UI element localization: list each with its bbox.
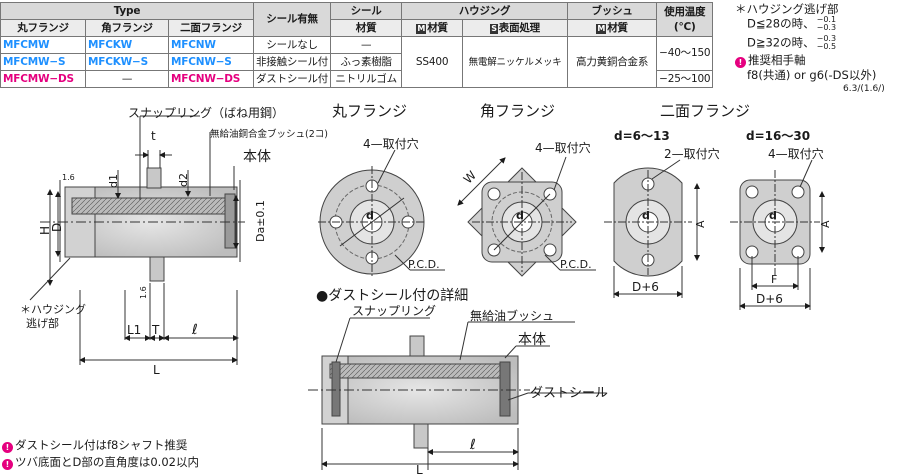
seal-material: ニトリルゴム — [330, 70, 403, 88]
pin-icon: ! — [2, 442, 13, 453]
H-label: H — [38, 226, 52, 235]
shaft-note: !推奨相手軸 — [735, 53, 885, 68]
pin-icon: ! — [735, 57, 746, 68]
housing-surface: 無電解ニッケルメッキ — [462, 36, 569, 88]
seal-type: ダストシール付 — [252, 70, 332, 88]
shaft-detail: f8(共通) or g6(-DS以外) — [747, 68, 877, 82]
d-mark: d — [516, 209, 524, 222]
two-flange-title: 二面フランジ — [660, 102, 750, 120]
holes4c-label: 4—取付穴 — [768, 146, 824, 161]
square-flange-view: 角フランジ d W 4—取付穴 P.C.D. — [457, 102, 596, 277]
footnote: !ダストシール付はf8シャフト推奨 — [2, 437, 199, 454]
table-row: MFCMW−DS — MFCNW−DS ダストシール付 ニトリルゴム −25〜1… — [0, 70, 714, 88]
temperature-normal: −40〜150 — [656, 36, 714, 71]
part-number: MFCKW — [85, 36, 169, 54]
W-label: W — [461, 168, 479, 186]
table-row: MFCMW−S MFCKW−S MFCNW−S 非接触シール付 ふっ素樹脂 — [0, 53, 713, 71]
part-number: MFCKW−S — [85, 53, 169, 71]
Dp6-label: D+6 — [632, 280, 659, 294]
d-range-large: d=16〜30 — [746, 129, 810, 143]
temperature-header: 使用温度(℃) — [656, 2, 714, 37]
t-label: t — [151, 129, 156, 143]
roughness-symbol: 6.3/(1.6/) — [843, 84, 885, 94]
footnotes: !ダストシール付はf8シャフト推奨 !ツバ底面とD部の直角度は0.02以内 — [2, 437, 199, 471]
housing-group-header: ハウジング — [401, 2, 569, 20]
body2-label: 本体 — [518, 332, 546, 348]
part-number: MFCMW−S — [0, 53, 86, 71]
snap-ring-spring-label: スナップリング（ばね用鋼） — [128, 106, 284, 120]
part-number: MFCNW−DS — [168, 70, 254, 88]
d32-tolerance: D≧32の時、−0.3−0.5 — [747, 34, 837, 51]
two-side-flange-view: 二面フランジ d=6〜13 d=16〜30 d 2—取付穴 A D+6 d 4—… — [604, 102, 832, 310]
F-label: F — [771, 273, 777, 286]
spec-table: Type シール有無 シール ハウジング ブッシュ 使用温度(℃) 丸フランジ … — [0, 2, 714, 88]
temperature-ds: −25〜100 — [656, 70, 714, 88]
seal-type: 非接触シール付 — [252, 53, 332, 71]
oilless-bushing-label: 無給油ブッシュ — [470, 308, 554, 323]
roughness-label-2: 1.6 — [139, 286, 148, 299]
holes2-label: 2—取付穴 — [664, 146, 720, 161]
pcd2-label: P.C.D. — [560, 258, 592, 271]
side-view: スナップリング（ばね用鋼） 無給油銅合金ブッシュ(2コ) 本体 t d1 d2 … — [20, 106, 328, 377]
L2-label: L — [416, 463, 423, 476]
ell2-label: ℓ — [469, 437, 476, 453]
seal-material: ふっ素樹脂 — [330, 53, 403, 71]
d-mark: d — [366, 209, 374, 222]
table-row: MFCMW MFCKW MFCNW シールなし — SS400 無電解ニッケルメ… — [0, 36, 714, 88]
d-mark: d — [769, 209, 777, 222]
A-label: A — [694, 220, 707, 228]
d2-label: d2 — [177, 173, 190, 187]
round-flange-title: 丸フランジ — [332, 102, 407, 120]
housing-material: SS400 — [401, 36, 464, 88]
square-flange-title: 角フランジ — [480, 102, 555, 120]
round-flange-view: 丸フランジ d 4—取付穴 P.C.D. — [318, 102, 445, 278]
ell-label: ℓ — [191, 322, 198, 338]
side-notes: ＊ハウジング逃げ部 D≦28の時、−0.1−0.3 D≧32の時、−0.3−0.… — [735, 2, 885, 96]
housing-relief-note: ＊ハウジング逃げ部 — [735, 2, 839, 16]
Dp6b-label: D+6 — [756, 292, 783, 306]
dust-seal-detail: ●ダストシール付の詳細 スナップリング 無給油ブッシュ 本体 ダストシール ℓ … — [308, 288, 608, 476]
dust-seal-title: ●ダストシール付の詳細 — [316, 288, 468, 304]
A2-label: A — [819, 220, 832, 228]
d-mark: d — [642, 209, 650, 222]
roughness-label: 1.6 — [62, 173, 75, 182]
D-label: D — [50, 223, 64, 232]
L-label: L — [153, 363, 160, 377]
pcd-label: P.C.D. — [408, 258, 440, 271]
relief-label: ＊ハウジング — [20, 302, 86, 316]
d1-label: d1 — [107, 174, 120, 188]
footnote: !ツバ底面とD部の直角度は0.02以内 — [2, 454, 199, 471]
bushing-two-label: 無給油銅合金ブッシュ(2コ) — [210, 128, 328, 140]
relief-label-2: 逃げ部 — [26, 316, 59, 330]
body-label: 本体 — [243, 149, 271, 165]
type-header: Type — [0, 2, 254, 20]
T-label: T — [151, 323, 160, 337]
dust-seal-label: ダストシール — [530, 386, 608, 401]
d-range-small: d=6〜13 — [614, 129, 670, 143]
square-flange-header: 角フランジ — [85, 19, 169, 37]
L1-label: L1 — [127, 323, 141, 337]
round-flange-header: 丸フランジ — [0, 19, 86, 37]
holes4-label: 4—取付穴 — [363, 136, 419, 151]
part-number: MFCMW−DS — [0, 70, 86, 88]
pin-icon: ! — [2, 459, 13, 470]
snap-ring-label: スナップリング — [352, 304, 436, 318]
Da-label: Da±0.1 — [254, 200, 267, 242]
seal-material-header: 材質 — [330, 19, 403, 37]
d28-tolerance: D≦28の時、−0.1−0.3 — [747, 15, 837, 32]
holes4b-label: 4—取付穴 — [535, 140, 591, 155]
bushing-material: 高力黄銅合金系 — [567, 36, 658, 88]
